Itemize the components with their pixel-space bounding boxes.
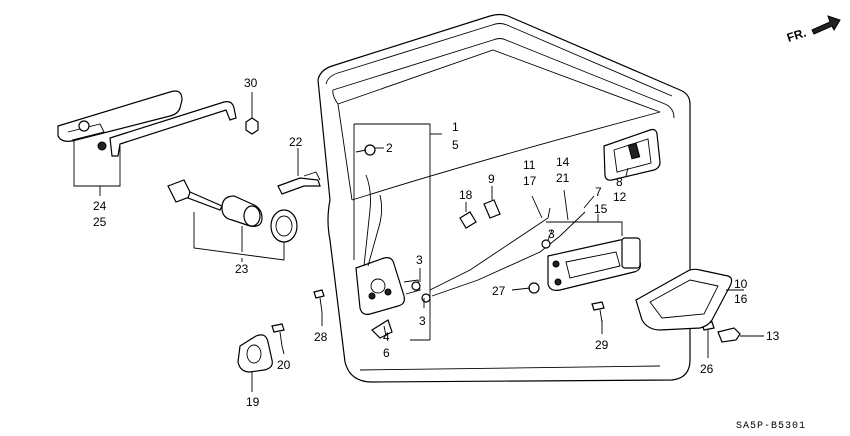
callout-19: 19 bbox=[246, 395, 260, 409]
callout-6: 6 bbox=[383, 346, 390, 360]
callout-24: 24 bbox=[93, 199, 107, 213]
callout-4: 4 bbox=[383, 330, 390, 344]
screws bbox=[271, 289, 715, 347]
callout-22: 22 bbox=[289, 135, 303, 149]
grommet bbox=[237, 334, 273, 373]
callout-1: 1 bbox=[452, 120, 459, 134]
callout-14: 14 bbox=[556, 155, 570, 169]
callout-29: 29 bbox=[595, 338, 609, 352]
nut bbox=[245, 117, 259, 135]
callout-16: 16 bbox=[734, 292, 748, 306]
callout-28: 28 bbox=[314, 330, 328, 344]
callout-25: 25 bbox=[93, 215, 107, 229]
direction-label: FR. bbox=[785, 26, 808, 45]
callout-18: 18 bbox=[459, 188, 473, 202]
inner-handle-assembly bbox=[547, 237, 641, 291]
leader-lines bbox=[73, 92, 764, 392]
callout-17: 17 bbox=[523, 174, 537, 188]
callout-27: 27 bbox=[492, 284, 506, 298]
callout-15: 15 bbox=[594, 202, 608, 216]
light-bezel bbox=[635, 268, 733, 331]
callout-23: 23 bbox=[235, 262, 249, 276]
callout-3a: 3 bbox=[416, 253, 423, 267]
retainer-clip bbox=[277, 171, 321, 195]
bulb bbox=[717, 327, 741, 343]
callout-13: 13 bbox=[766, 329, 780, 343]
callouts: 1 5 2 3 3 3 4 6 7 8 12 9 10 16 11 17 13 … bbox=[93, 76, 780, 409]
lock-cylinder bbox=[221, 195, 298, 243]
callout-10: 10 bbox=[734, 277, 748, 291]
callout-9: 9 bbox=[488, 172, 495, 186]
callout-12: 12 bbox=[613, 190, 627, 204]
callout-3c: 3 bbox=[548, 227, 555, 241]
direction-arrow bbox=[811, 15, 841, 35]
diagram-code: SA5P-B5301 bbox=[736, 421, 806, 432]
callout-30: 30 bbox=[244, 76, 258, 90]
callout-2: 2 bbox=[386, 141, 393, 155]
callout-26: 26 bbox=[700, 362, 714, 376]
callout-11: 11 bbox=[523, 158, 536, 172]
license-light-bracket bbox=[603, 128, 661, 181]
callout-21: 21 bbox=[556, 171, 570, 185]
panel-clips bbox=[371, 199, 551, 339]
callout-5: 5 bbox=[452, 138, 459, 152]
callout-20: 20 bbox=[277, 358, 291, 372]
callout-7: 7 bbox=[595, 185, 602, 199]
lock-assembly bbox=[355, 144, 421, 315]
callout-3b: 3 bbox=[419, 314, 426, 328]
outer-handle bbox=[57, 90, 237, 157]
callout-8: 8 bbox=[616, 175, 623, 189]
key bbox=[167, 179, 223, 211]
tailgate-panel bbox=[317, 13, 691, 383]
